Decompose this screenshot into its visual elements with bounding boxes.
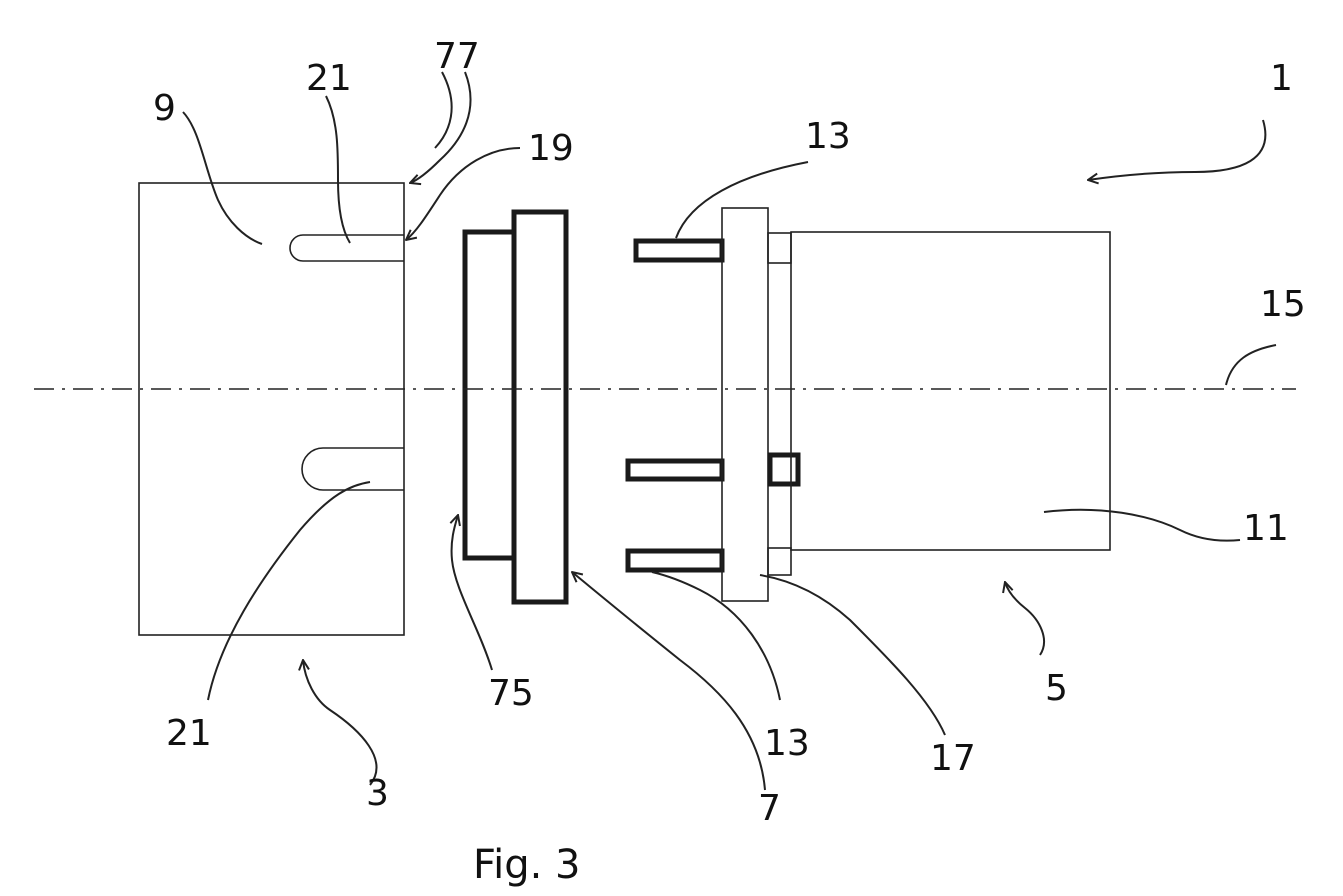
leader-13-bottom [652,572,780,700]
label-3: 3 [366,773,389,814]
leader-19 [406,148,520,240]
pin-13-bottom [628,551,722,570]
leader-7 [572,572,765,790]
leader-1 [1088,120,1265,180]
seal-plate-75 [465,232,517,558]
body-11 [791,232,1110,550]
label-1: 1 [1270,58,1293,99]
lower-slot [302,448,404,490]
seal-plate-7 [514,212,566,602]
pin-13-top [636,241,722,260]
leader-77a [410,72,471,183]
leader-11 [1044,510,1240,541]
small-square-middle [770,455,798,484]
label-19: 19 [528,128,574,169]
label-9: 9 [153,88,176,129]
leader-5 [1005,582,1044,655]
figure-caption: Fig. 3 [473,842,580,888]
leader-77b [435,72,452,148]
leader-15 [1226,345,1276,385]
leader-3 [303,660,376,785]
label-75: 75 [488,673,534,714]
leader-17 [760,575,945,735]
leader-21-top [326,96,350,243]
label-11: 11 [1243,508,1289,549]
leader-13-top [676,162,808,238]
label-21-bottom: 21 [166,713,212,754]
small-square-top [768,233,791,263]
label-13-bottom: 13 [764,723,810,764]
label-7: 7 [758,788,781,829]
flange-17 [722,208,768,601]
label-5: 5 [1045,668,1068,709]
label-77: 77 [434,36,480,77]
small-square-bottom [768,548,791,575]
pin-13-middle [628,461,722,479]
label-13-top: 13 [805,116,851,157]
label-17: 17 [930,738,976,779]
label-21-top: 21 [306,58,352,99]
leader-9 [183,112,262,244]
label-15: 15 [1260,284,1306,325]
leader-21-bottom [208,482,370,700]
